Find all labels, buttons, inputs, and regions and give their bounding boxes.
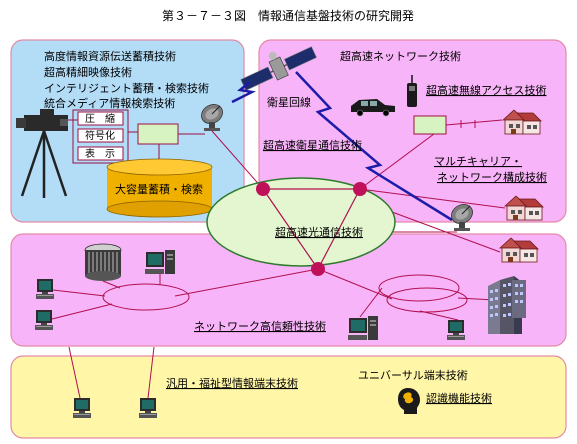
satellite-comm-label: 超高速衛星通信技術 — [263, 138, 362, 152]
computer-terminal-icon — [73, 398, 91, 418]
figure-title: 第３－７－３図 情報通信基盤技術の研究開発 — [162, 8, 414, 23]
local-network-ring — [386, 287, 468, 313]
compression-box — [77, 111, 124, 126]
green-processor-box — [137, 123, 179, 145]
encoding-box — [77, 128, 124, 143]
satellite-line-label: 衛星回線 — [267, 95, 311, 109]
tech-label-intelligent-storage: インテリジェント蓄積・検索技術 — [44, 81, 209, 95]
storage-label: 大容量蓄積・検索 — [115, 182, 203, 196]
universal-terminal-label: ユニバーサル端末技術 — [358, 368, 468, 382]
wireless-access-label: 超高速無線アクセス技術 — [426, 83, 546, 97]
network-node — [311, 262, 325, 276]
recognition-label: 認識機能技術 — [426, 391, 492, 405]
computer-terminal-icon — [145, 250, 175, 274]
bottom-network-links — [68, 346, 155, 399]
optical-network-ellipse — [206, 177, 396, 267]
pink-panel-top — [258, 39, 567, 223]
reliability-label: ネットワーク高信頼性技術 — [194, 319, 326, 333]
local-network-ring — [102, 283, 190, 311]
network-links — [174, 119, 506, 300]
network-node — [256, 182, 270, 196]
computer-terminal-icon — [36, 279, 54, 299]
optical-triangle — [262, 188, 361, 270]
compression-label: 圧 縮 — [85, 112, 115, 125]
display-label: 表 示 — [85, 147, 115, 160]
server-icon — [84, 243, 122, 281]
satellite-link-bolt — [231, 81, 256, 104]
computer-terminal-icon — [348, 316, 378, 340]
encoding-label: 符号化 — [85, 129, 115, 142]
display-box — [77, 146, 124, 161]
office-building-icon — [512, 280, 526, 318]
office-building-icon — [488, 276, 522, 334]
mobile-phone-icon — [407, 75, 417, 107]
optical-comm-label: 超高速光通信技術 — [275, 225, 363, 239]
tech-label-media-search: 統合メディア情報検索技術 — [44, 96, 175, 110]
network-node — [353, 182, 367, 196]
tech-label-transmission: 高度情報資源伝送蓄積技術 — [44, 49, 176, 63]
satellite-icon — [240, 46, 317, 91]
computer-terminal-icon — [139, 398, 157, 418]
multicarrier-label-2: ネットワーク構成技術 — [437, 171, 547, 184]
satellite-link-bolt — [295, 71, 453, 222]
computer-terminal-icon — [35, 310, 53, 330]
processing-group-frame — [72, 109, 129, 164]
human-head-icon — [398, 388, 420, 414]
storage-cylinder-icon — [106, 158, 213, 218]
ultra-fast-network-label: 超高速ネットワーク技術 — [340, 49, 461, 63]
multicarrier-label-1: マルチキャリア・ — [434, 155, 522, 168]
general-terminal-label: 汎用・福祉型情報端末技術 — [166, 376, 298, 390]
wireless-node-box — [413, 115, 447, 135]
car-icon — [351, 99, 395, 117]
video-camera-icon — [16, 109, 68, 198]
tech-label-hd-imaging: 超高精細映像技術 — [44, 65, 132, 79]
computer-terminal-icon — [447, 320, 465, 340]
local-network-ring — [378, 274, 460, 302]
